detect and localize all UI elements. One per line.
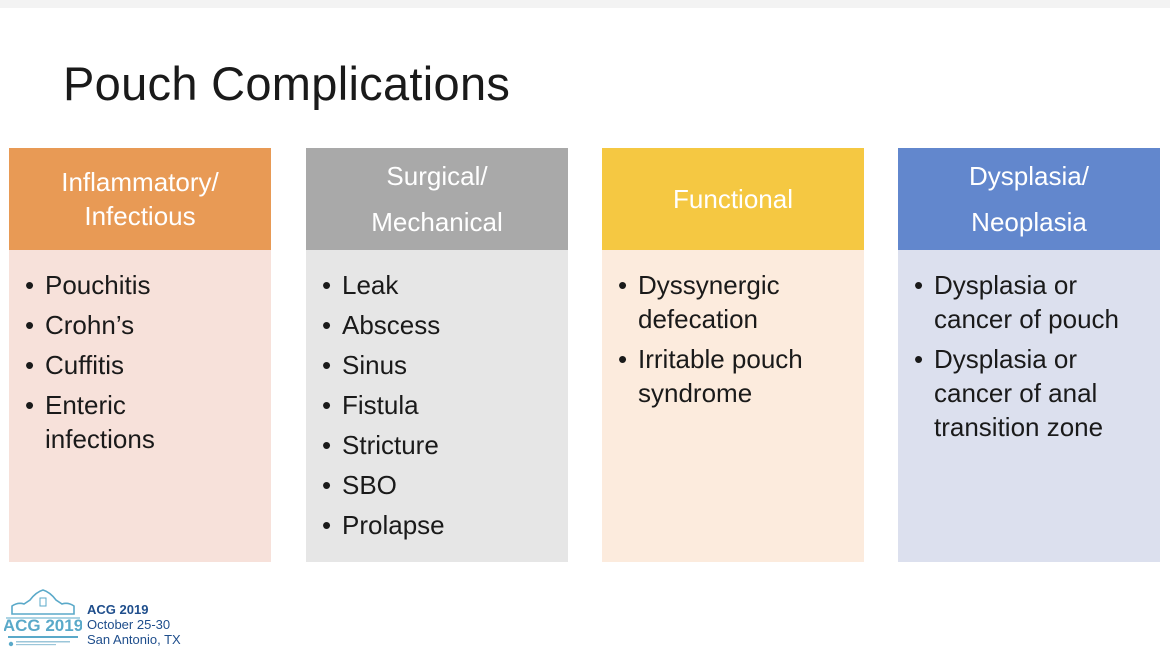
list-item: • SBO	[322, 468, 558, 502]
bullet-list: • Dyssynergic defecation • Irritable pouch…	[618, 268, 854, 410]
conference-info: ACG 2019 October 25-30 San Antonio, TX	[87, 602, 181, 647]
list-item-text: Stricture	[342, 430, 439, 460]
column-functional: Functional • Dyssynergic defecation • Irri…	[602, 148, 864, 562]
bullet-icon: •	[322, 510, 332, 540]
bullet-icon: •	[322, 350, 332, 380]
list-item-text: Dysplasia or cancer of anal transition z…	[934, 344, 1104, 442]
footer: ACG 2019 ACG 2019 October 25-30 San Anto…	[4, 584, 264, 648]
list-item-text: Dyssynergic defecation	[638, 270, 780, 334]
bullet-list: • Dysplasia or cancer of pouch • Dysplasia…	[914, 268, 1150, 444]
list-item-text: Dysplasia or cancer of pouch	[934, 270, 1120, 334]
list-item: • Pouchitis	[25, 268, 261, 302]
column-inflammatory: Inflammatory/ Infectious • Pouchitis • Cro…	[9, 148, 271, 562]
column-body-functional: • Dyssynergic defecation • Irritable pouch…	[602, 250, 864, 562]
bullet-icon: •	[322, 470, 332, 500]
bullet-icon: •	[25, 270, 35, 300]
conference-location: San Antonio, TX	[87, 632, 181, 647]
list-item: • Dysplasia or cancer of anal transition …	[914, 342, 1150, 444]
column-dysplasia: Dysplasia/ Neoplasia • Dysplasia or cance…	[898, 148, 1160, 562]
acg-2019-logo: ACG 2019	[4, 589, 82, 647]
list-item: • Cuffitis	[25, 348, 261, 382]
list-item-text: Fistula	[342, 390, 419, 420]
conference-dates: October 25-30	[87, 617, 171, 632]
list-item-text: Pouchitis	[45, 270, 151, 300]
list-item-text: Abscess	[342, 310, 441, 340]
column-header-functional: Functional	[602, 148, 864, 250]
column-header-text: Functional	[673, 184, 793, 214]
list-item: • Prolapse	[322, 508, 558, 542]
column-header-text: Dysplasia/ Neoplasia	[969, 161, 1089, 237]
list-item-text: Cuffitis	[45, 350, 124, 380]
list-item: • Leak	[322, 268, 558, 302]
top-strip	[0, 0, 1170, 8]
column-header-inflammatory: Inflammatory/ Infectious	[9, 148, 271, 250]
bullet-icon: •	[618, 344, 628, 374]
bullet-icon: •	[322, 390, 332, 420]
column-header-text: Surgical/ Mechanical	[371, 161, 503, 237]
list-item: • Irritable pouch syndrome	[618, 342, 854, 410]
list-item: • Enteric infections	[25, 388, 261, 456]
column-header-dysplasia: Dysplasia/ Neoplasia	[898, 148, 1160, 250]
list-item: • Dysplasia or cancer of pouch	[914, 268, 1150, 336]
list-item: • Stricture	[322, 428, 558, 462]
bullet-icon: •	[618, 270, 628, 300]
list-item-text: Crohn’s	[45, 310, 135, 340]
list-item: • Crohn’s	[25, 308, 261, 342]
bullet-icon: •	[25, 310, 35, 340]
list-item: • Dyssynergic defecation	[618, 268, 854, 336]
list-item: • Abscess	[322, 308, 558, 342]
column-body-inflammatory: • Pouchitis • Crohn’s • Cuffitis • Enteric i…	[9, 250, 271, 562]
bullet-icon: •	[322, 310, 332, 340]
column-body-dysplasia: • Dysplasia or cancer of pouch • Dysplasia…	[898, 250, 1160, 562]
list-item-text: Sinus	[342, 350, 408, 380]
list-item-text: Irritable pouch syndrome	[638, 344, 803, 408]
bullet-icon: •	[322, 430, 332, 460]
list-item: • Sinus	[322, 348, 558, 382]
column-header-text: Inflammatory/ Infectious	[61, 167, 219, 231]
bullet-icon: •	[322, 270, 332, 300]
list-item-text: Prolapse	[342, 510, 445, 540]
bullet-icon: •	[914, 344, 924, 374]
column-surgical: Surgical/ Mechanical • Leak • Abscess • Sin…	[306, 148, 568, 562]
bullet-icon: •	[25, 350, 35, 380]
slide-title: Pouch Complications	[63, 57, 511, 111]
list-item: • Fistula	[322, 388, 558, 422]
conference-name: ACG 2019	[87, 602, 149, 617]
list-item-text: SBO	[342, 470, 397, 500]
column-header-surgical: Surgical/ Mechanical	[306, 148, 568, 250]
bullet-icon: •	[25, 390, 35, 420]
list-item-text: Enteric infections	[45, 390, 155, 454]
list-item-text: Leak	[342, 270, 399, 300]
bullet-icon: •	[914, 270, 924, 300]
column-body-surgical: • Leak • Abscess • Sinus • Fistula • Strictur…	[306, 250, 568, 562]
logo-text: ACG 2019	[4, 616, 82, 635]
bullet-list: • Leak • Abscess • Sinus • Fistula • Strictur…	[322, 268, 558, 542]
bullet-list: • Pouchitis • Crohn’s • Cuffitis • Enteric i…	[25, 268, 261, 456]
